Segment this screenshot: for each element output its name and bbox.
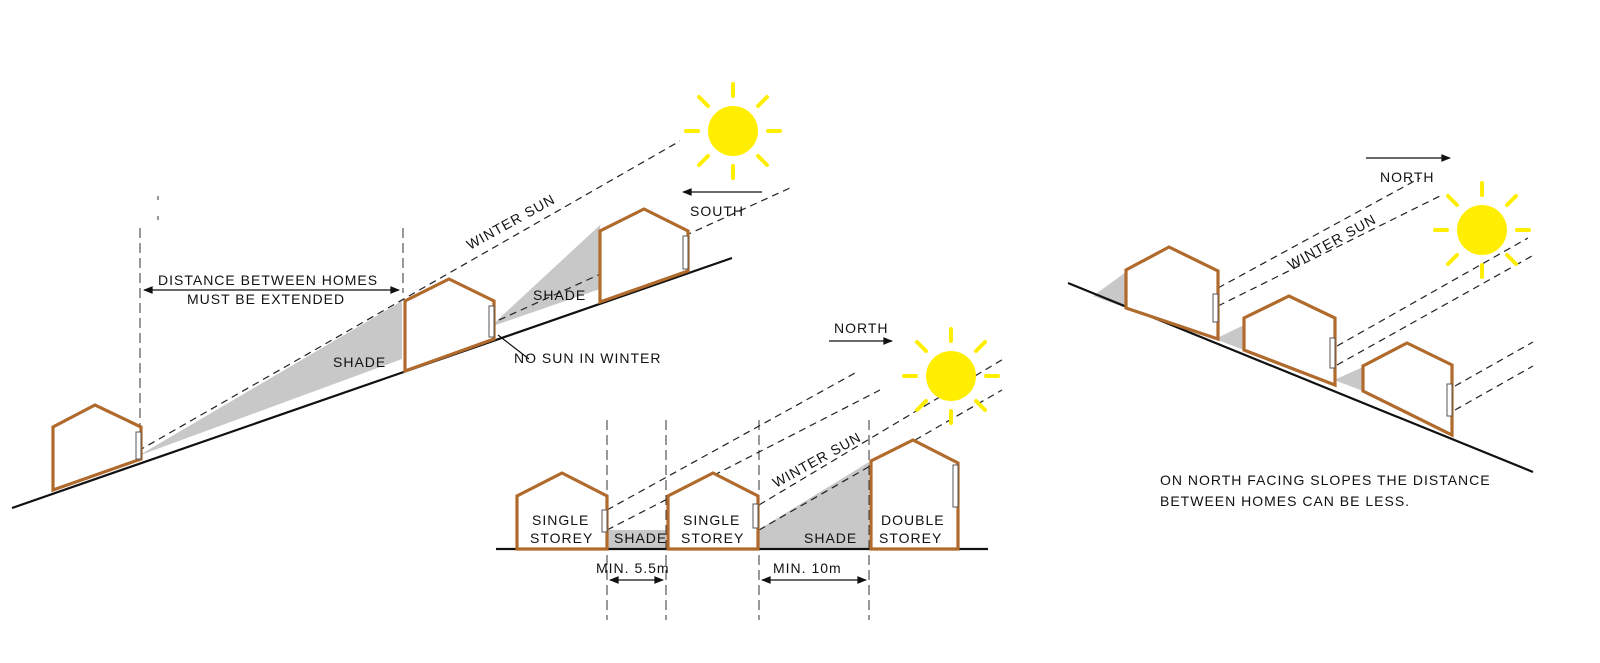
distance-label-line2: MUST BE EXTENDED <box>187 291 345 307</box>
shade-label-lower: SHADE <box>333 354 386 370</box>
sun-ray <box>1336 237 1529 347</box>
house-label: STOREY <box>681 530 744 546</box>
sun-ray <box>487 187 791 326</box>
house-label: STOREY <box>879 530 942 546</box>
note-line-1: ON NORTH FACING SLOPES THE DISTANCE <box>1160 472 1491 488</box>
house-label: SINGLE <box>532 512 589 528</box>
shade-area <box>1093 272 1126 308</box>
shade-area-lower <box>138 301 402 456</box>
sun-ray <box>1217 177 1421 289</box>
dimension-label-1: MIN. 5.5m <box>596 560 670 576</box>
no-sun-label: NO SUN IN WINTER <box>514 350 661 366</box>
north-label: NORTH <box>834 320 889 336</box>
note-line-2: BETWEEN HOMES CAN BE LESS. <box>1160 493 1410 509</box>
shade-label-upper: SHADE <box>533 287 586 303</box>
shade-label: SHADE <box>804 530 857 546</box>
house <box>1124 245 1220 342</box>
house-single-storey-2 <box>666 471 760 551</box>
sun-icon <box>684 82 782 180</box>
shade-area <box>1215 325 1244 350</box>
sun-ray <box>137 140 681 452</box>
house <box>403 277 496 374</box>
shade-area <box>1334 367 1363 391</box>
sun-ray <box>1217 195 1441 307</box>
sun-ray <box>1454 365 1534 411</box>
pointer-line <box>497 334 530 360</box>
shade-area-1 <box>606 530 666 548</box>
shade-label: SHADE <box>614 530 667 546</box>
house <box>598 207 690 305</box>
winter-sun-label: WINTER SUN <box>1285 211 1379 273</box>
house <box>1242 294 1337 388</box>
sun-ray <box>1454 341 1534 387</box>
house-double-storey <box>869 438 960 551</box>
house <box>1361 341 1454 438</box>
house-label: SINGLE <box>683 512 740 528</box>
shade-area-2 <box>758 462 869 548</box>
dimension-label-2: MIN. 10m <box>773 560 842 576</box>
shade-area-upper <box>490 225 600 327</box>
north-label: NORTH <box>1380 169 1435 185</box>
house-single-storey-1 <box>515 471 609 551</box>
house <box>51 403 143 493</box>
distance-label-line1: DISTANCE BETWEEN HOMES <box>158 272 378 288</box>
sun-ray <box>758 389 1003 531</box>
north-slope-diagram: NORTH WINTER SUN ON NORTH FACING SLOPES … <box>1067 154 1534 509</box>
sun-icon <box>1433 181 1531 279</box>
sun-icon <box>902 327 1000 425</box>
sun-ray <box>1336 255 1533 366</box>
south-slope-diagram: WINTER SUN SOUTH DISTANCE BETWEEN HOMES … <box>11 82 791 510</box>
south-label: SOUTH <box>690 203 744 219</box>
house-label: STOREY <box>530 530 593 546</box>
house-label: DOUBLE <box>881 512 945 528</box>
sun-ray <box>606 389 881 531</box>
ground-slope <box>11 256 733 510</box>
winter-sun-label: WINTER SUN <box>464 191 558 253</box>
